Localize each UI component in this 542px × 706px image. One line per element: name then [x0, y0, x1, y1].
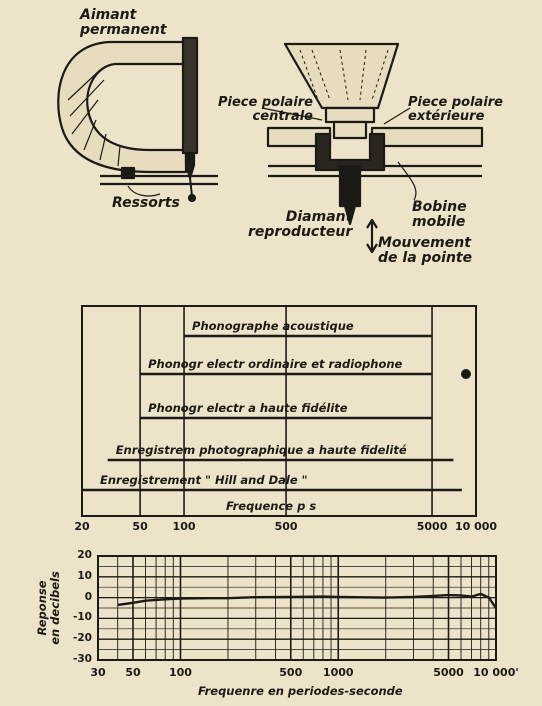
- response-x-tick-label: 10 000': [473, 666, 519, 679]
- ink-dot: [461, 369, 471, 379]
- range-x-axis-title: Frequence p s: [226, 499, 317, 513]
- label-piece-polaire-centrale: Piece polaire centrale: [218, 95, 313, 124]
- response-x-tick-label: 5000: [433, 666, 464, 679]
- range-x-tick-label: 100: [172, 520, 196, 533]
- response-y-axis-title: Reponse en decibels: [34, 571, 62, 645]
- label-diamant-reproducteur: Diamant reproducteur: [248, 209, 353, 240]
- springs-icon: [100, 166, 218, 203]
- response-x-tick-label: 1000: [322, 666, 354, 679]
- range-x-tick-label: 500: [274, 520, 298, 533]
- label-aimant-permanent: Aimant permanent: [80, 7, 167, 38]
- response-x-tick-label: 50: [125, 666, 141, 679]
- response-y-tick-label: -20: [73, 632, 92, 645]
- response-x-tick-label: 30: [90, 666, 106, 679]
- label-bobine-mobile: Bobine mobile: [412, 199, 467, 230]
- response-y-tick-label: -30: [73, 653, 92, 665]
- range-x-tick-label: 5000: [416, 520, 448, 533]
- permanent-magnet-icon: [57, 36, 199, 180]
- range-bar-label: Enregistrement " Hill and Dale ": [100, 473, 308, 487]
- label-mouvement-pointe: Mouvement de la pointe: [378, 235, 473, 266]
- range-chart-frame: [81, 305, 477, 517]
- response-y-tick-label: 10: [77, 569, 92, 582]
- response-x-tick-label: 100: [169, 666, 192, 679]
- movement-arrow-icon: [366, 218, 378, 254]
- range-x-tick-label: 50: [132, 520, 148, 533]
- response-x-tick-label: 500: [279, 666, 303, 679]
- range-bar-label: Phonographe acoustique: [192, 319, 354, 333]
- response-y-tick-label: -10: [73, 611, 92, 624]
- response-y-tick-label: 20: [77, 549, 92, 561]
- response-x-axis-title: Frequenre en periodes-seconde: [198, 684, 403, 698]
- label-piece-polaire-exterieure: Piece polaire extérieure: [408, 95, 503, 124]
- range-bar-label: Phonogr electr ordinaire et radiophone: [148, 357, 403, 371]
- response-y-tick-label: 0: [84, 590, 92, 603]
- range-x-tick-label: 10 000: [454, 520, 498, 533]
- pole-piece-section-icon: [266, 42, 484, 226]
- range-x-tick-label: 20: [74, 520, 90, 533]
- range-bar-label: Phonogr electr a haute fidélite: [148, 401, 348, 415]
- label-ressorts: Ressorts: [112, 195, 180, 211]
- range-bar-label: Enregistrem photographique a haute fidel…: [115, 443, 407, 457]
- response-curve-line: [117, 592, 497, 609]
